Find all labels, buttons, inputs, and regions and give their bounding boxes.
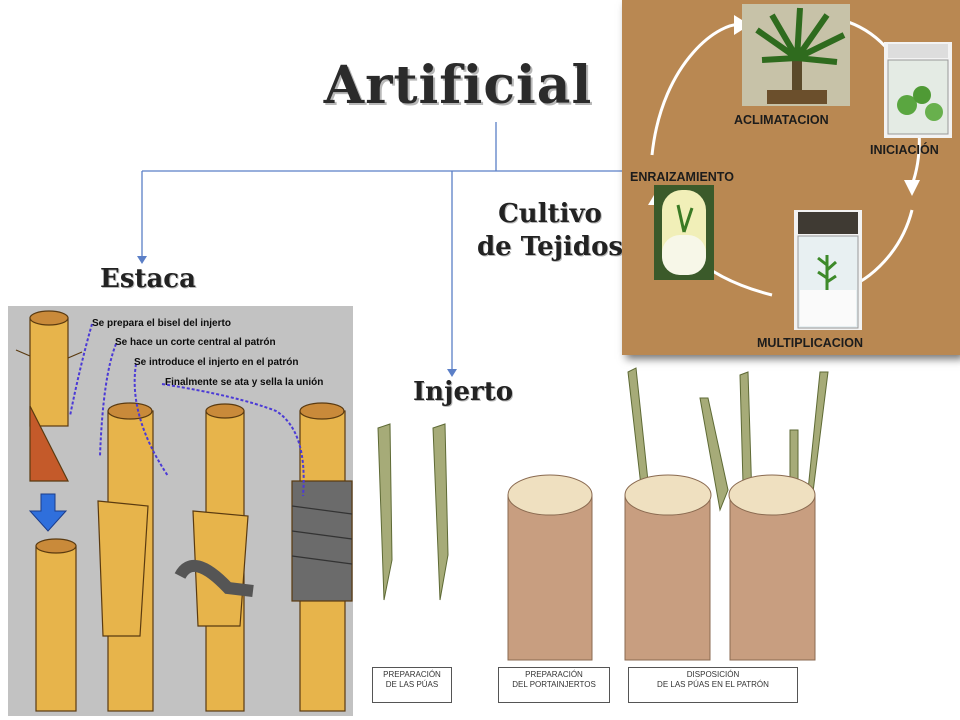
scion-stick xyxy=(15,310,83,482)
cycle-arrow-1 xyxy=(650,23,743,156)
rootstock-stick xyxy=(35,538,77,712)
grafting-steps-illustration xyxy=(15,310,353,712)
caption-3-line2: de las púas en el patrón xyxy=(657,680,769,689)
estaca-step-2: Se hace un corte central al patrón xyxy=(115,337,276,348)
tissue-culture-panel: ACLIMATACION INICIACIÓN ENRAIZAMIENTO MU… xyxy=(622,0,960,355)
instruction-arrows xyxy=(69,323,305,497)
stage-aclimatacion: ACLIMATACION xyxy=(734,113,829,127)
caption-3-line1: Disposición xyxy=(686,670,740,679)
cultivo-label-line2: de Tejidos xyxy=(476,232,624,262)
cultivo-label-line1: Cultivo xyxy=(498,199,602,229)
split-rootstock xyxy=(97,402,154,712)
injerto-label: Injerto xyxy=(413,377,514,407)
caption-preparacion-portainjertos: Preparación del portainjertos xyxy=(498,667,610,703)
caption-1-line1: Preparación xyxy=(383,670,441,679)
rootstock-stumps xyxy=(507,474,816,661)
stage-iniciacion: INICIACIÓN xyxy=(870,143,939,157)
caption-2-line2: del portainjertos xyxy=(512,680,596,689)
tissue-culture-cycle xyxy=(648,4,952,330)
estaca-label: Estaca xyxy=(100,264,196,294)
acclimatization-plant-image xyxy=(742,4,850,106)
estaca-step-1: Se prepara el bisel del injerto xyxy=(92,318,231,329)
inserted-scion xyxy=(192,403,249,712)
caption-disposicion-puas: Disposición de las púas en el patrón xyxy=(628,667,798,703)
estaca-arrowhead xyxy=(137,256,147,264)
rooting-tube-image xyxy=(654,185,714,280)
multiplication-jar-image xyxy=(794,210,862,330)
cycle-arrowhead-2 xyxy=(904,180,920,196)
injerto-arrowhead xyxy=(447,369,457,377)
estaca-panel: Se prepara el bisel del injerto Se hace … xyxy=(8,306,353,716)
stage-multiplicacion: MULTIPLICACION xyxy=(757,336,864,350)
rotate-arrow-icon xyxy=(174,560,254,597)
down-arrow-icon xyxy=(28,493,68,532)
estaca-step-4: Finalmente se ata y sella la unión xyxy=(165,377,324,388)
stage-enraizamiento: ENRAIZAMIENTO xyxy=(630,170,734,184)
tied-graft xyxy=(291,402,353,712)
initiation-jar-image xyxy=(884,42,952,138)
page-title: Artificial xyxy=(323,55,593,116)
caption-1-line2: de las púas xyxy=(385,680,439,689)
caption-2-line1: Preparación xyxy=(525,670,583,679)
estaca-step-3: Se introduce el injerto en el patrón xyxy=(134,357,299,368)
caption-preparacion-puas: Preparación de las púas xyxy=(372,667,452,703)
cultivo-label: Cultivo de Tejidos xyxy=(470,198,630,264)
